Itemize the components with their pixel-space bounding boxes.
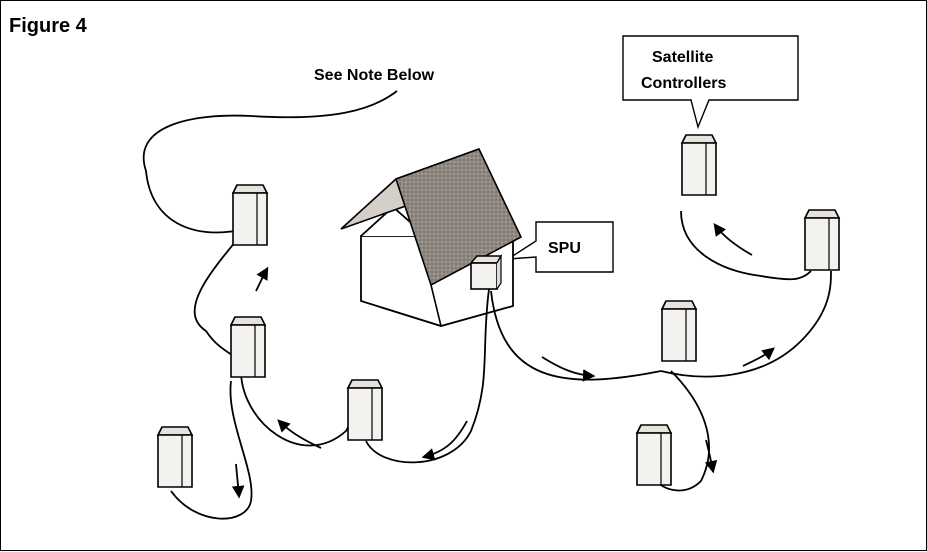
arrow-1 [255,266,269,292]
wire-left-upper [193,228,247,362]
controller-top-right [681,134,717,196]
arrow-4 [541,356,596,382]
controller-center [347,379,383,441]
controller-upper-left [232,184,268,246]
arrow-8 [231,463,245,499]
controller-middle-right [661,300,697,362]
wires [142,90,832,520]
arrow-2 [277,419,322,449]
wire-right-mid [660,270,832,378]
wire-spu-down [365,288,490,464]
controller-bottom-left [157,426,193,488]
spu-label: SPU [548,240,581,257]
callout-line-2: Controllers [641,75,726,92]
arrow-6 [713,222,753,256]
callout-line-1: Satellite [652,49,713,66]
wire-note [142,90,398,234]
spu-callout: SPU [507,221,614,273]
controller-right [804,209,840,271]
spu-unit [469,253,503,290]
arrow-7 [704,439,718,474]
arrow-5 [742,347,775,367]
controller-mid-left [230,316,266,378]
wire-spu-right [490,290,662,381]
flow-arrows [231,222,775,499]
wire-center-left [240,370,362,447]
house [340,148,523,327]
satellite-controller-units [157,134,840,488]
satellite-controllers-callout: Satellite Controllers [622,35,799,130]
controller-bottom-right [636,424,672,486]
note-label: See Note Below [314,67,435,84]
arrow-3 [421,420,468,461]
wire-bottom-left [170,380,253,520]
figure-title: Figure 4 [9,15,88,37]
wire-top-right [680,210,812,281]
